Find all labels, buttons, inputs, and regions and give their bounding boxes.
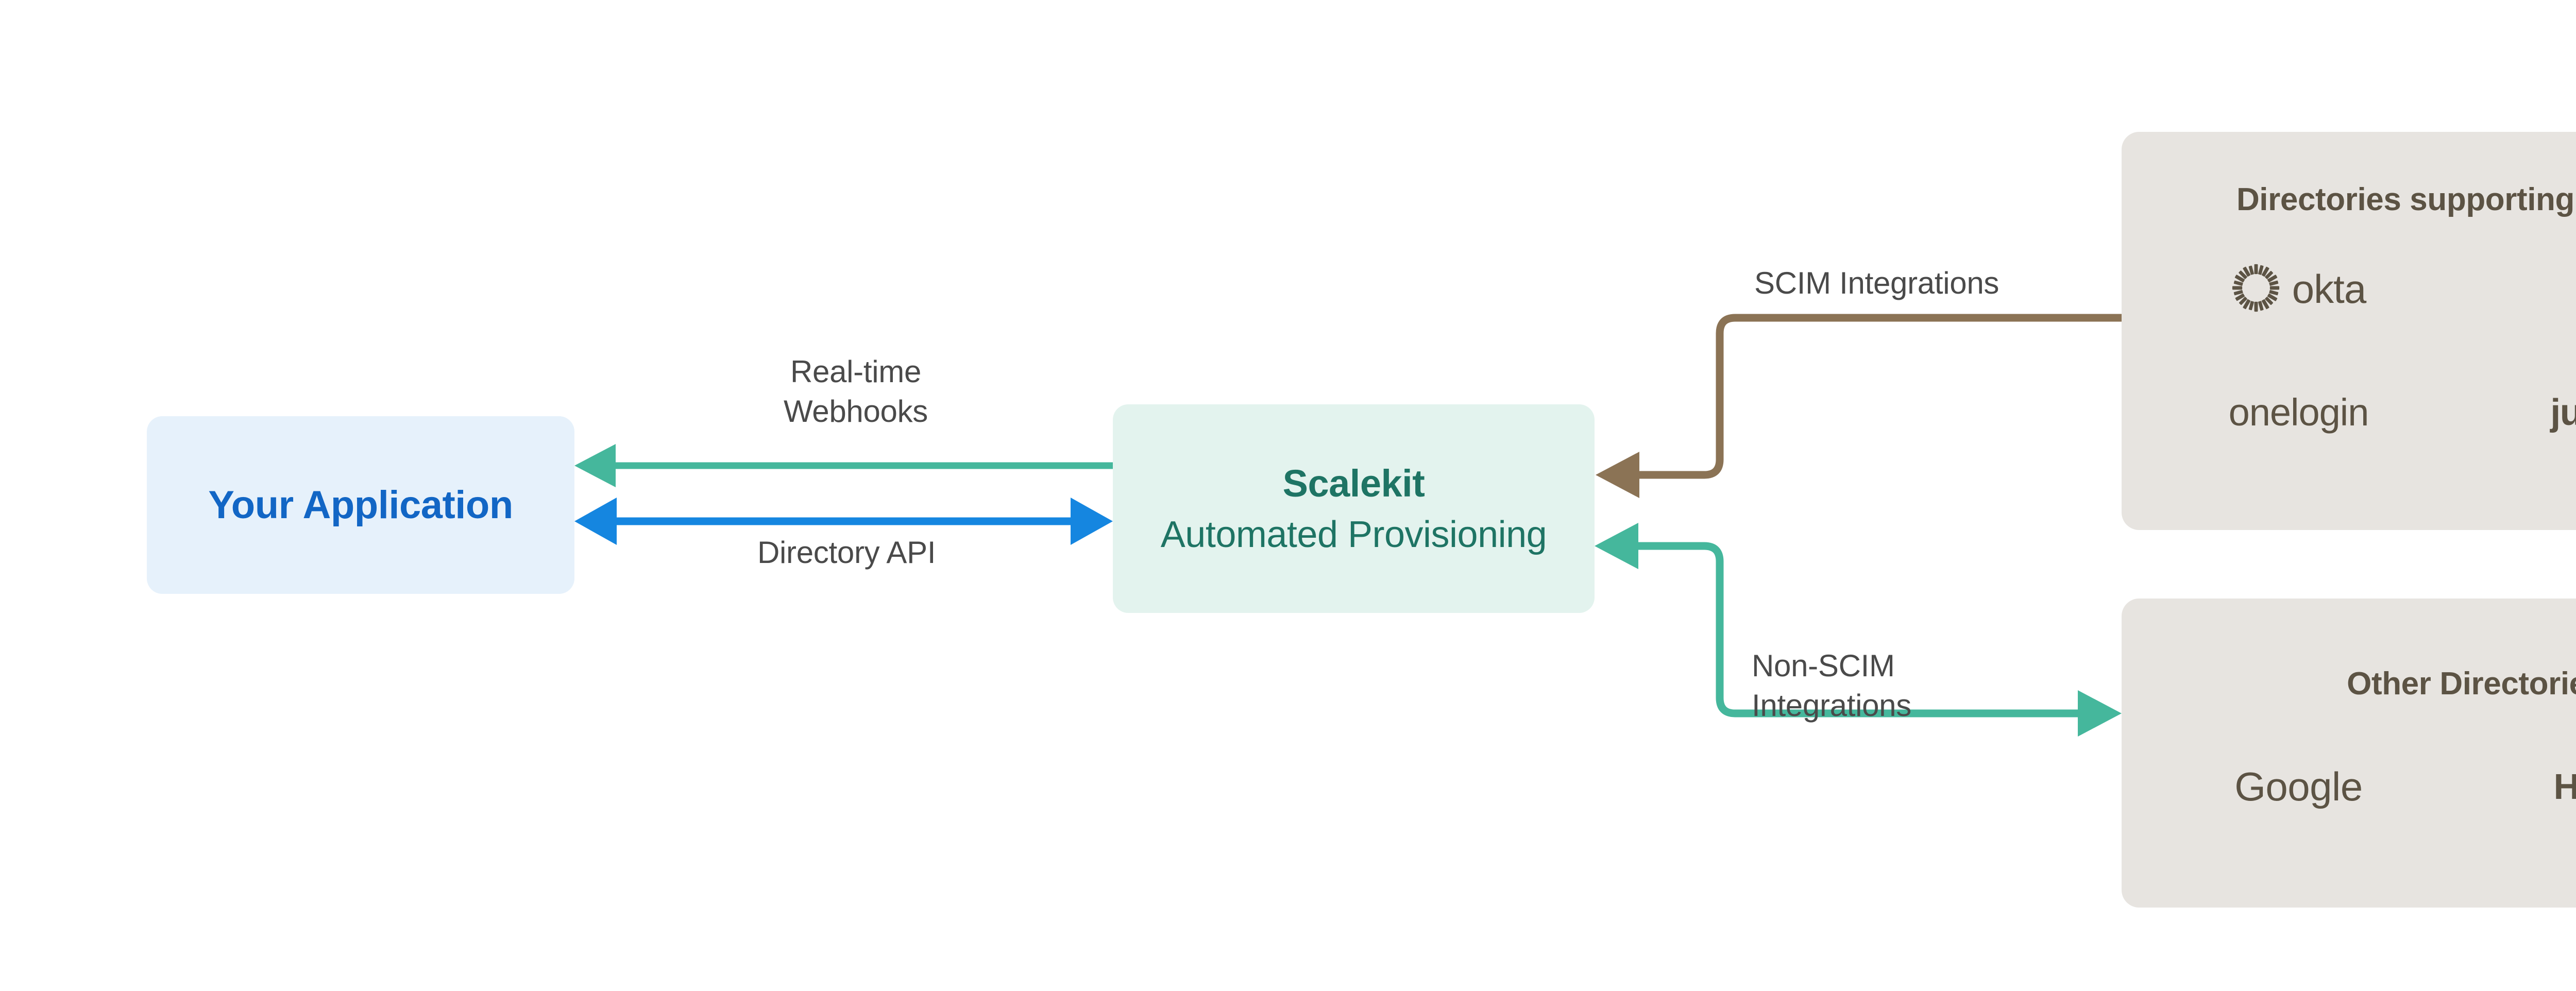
onelogin-wordmark: onelogin [2228,391,2369,434]
scalekit-subtitle: Automated Provisioning [1160,514,1547,555]
jumpcloud-wordmark: jumpcloud [2550,392,2576,433]
edge-label-scim-integrations: SCIM Integrations [1754,266,1999,300]
scim-card-title: Directories supporting SCIM 2.0 [2236,182,2576,217]
card-scim-directories[interactable]: Directories supporting SCIM 2.0 [2122,132,2576,530]
your-application-title: Your Application [208,483,513,527]
edge-label-non-scim-integrations: Non-SCIM Integrations [1752,648,1911,723]
hrms-hris-wordmark: HRMS/HRIS [2553,766,2576,807]
scim-logo-grid: okta Azure onelogin [2122,255,2576,446]
edge-realtime-webhooks [574,444,1113,487]
edge-label-realtime-webhooks: Real-time Webhooks [784,354,928,429]
logo-item-onelogin[interactable]: onelogin [2122,379,2476,446]
logo-item-azure[interactable]: Azure [2476,255,2576,322]
okta-sunburst-icon [2231,263,2281,315]
logo-item-google[interactable]: Google [2122,753,2476,820]
scalekit-title: Scalekit [1282,462,1425,505]
google-wordmark: Google [2234,764,2363,809]
card-other-directories[interactable]: Other Directories Google HRMS/HRIS [2122,599,2576,908]
node-scalekit[interactable]: Scalekit Automated Provisioning [1113,404,1595,613]
edge-scim-integrations [1596,314,2122,498]
node-your-application[interactable]: Your Application [147,416,574,594]
logo-item-jumpcloud[interactable]: jumpcloud ™ [2476,379,2576,446]
logo-item-hrms-hris[interactable]: HRMS/HRIS [2476,753,2576,820]
okta-wordmark: okta [2292,266,2366,312]
other-logo-grid: Google HRMS/HRIS [2122,753,2576,820]
other-card-title: Other Directories [2347,666,2576,702]
logo-item-okta[interactable]: okta [2122,255,2476,322]
edge-label-directory-api: Directory API [757,535,936,570]
